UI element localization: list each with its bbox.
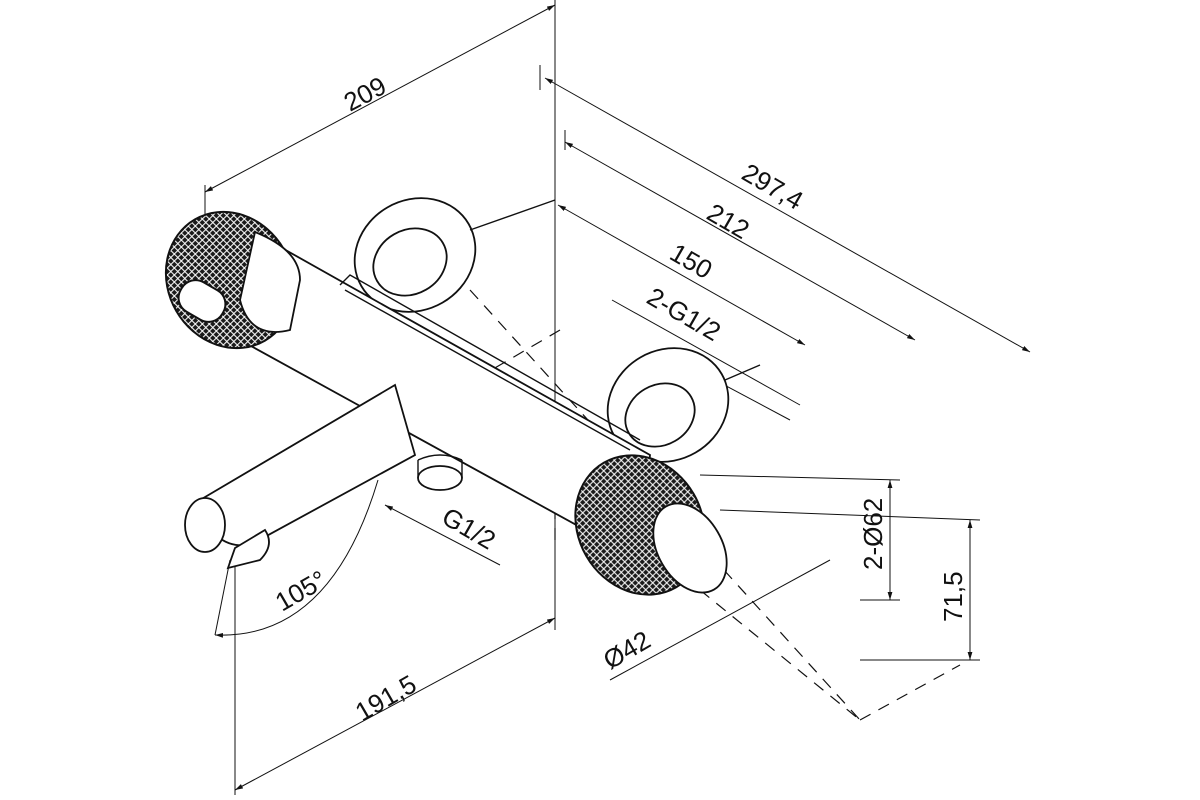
dim-191-5: 191,5 [350,669,421,728]
dim-2-g1-2: 2-G1/2 [642,281,726,347]
dim-212: 212 [702,197,755,245]
dim-g1-2: G1/2 [437,501,501,555]
extension-lines [204,0,981,795]
wall-flange-right [606,347,761,463]
dim-150: 150 [665,237,718,285]
wall-flange-left [353,197,556,313]
dim-d42: Ø42 [598,625,656,676]
dimension-lines [204,4,1031,791]
dim-2-d62: 2-Ø62 [858,498,888,570]
knurled-handle-right [574,454,728,596]
knurled-handle-left [164,210,301,350]
dim-209: 209 [339,70,391,117]
dim-71-5: 71,5 [938,571,968,622]
